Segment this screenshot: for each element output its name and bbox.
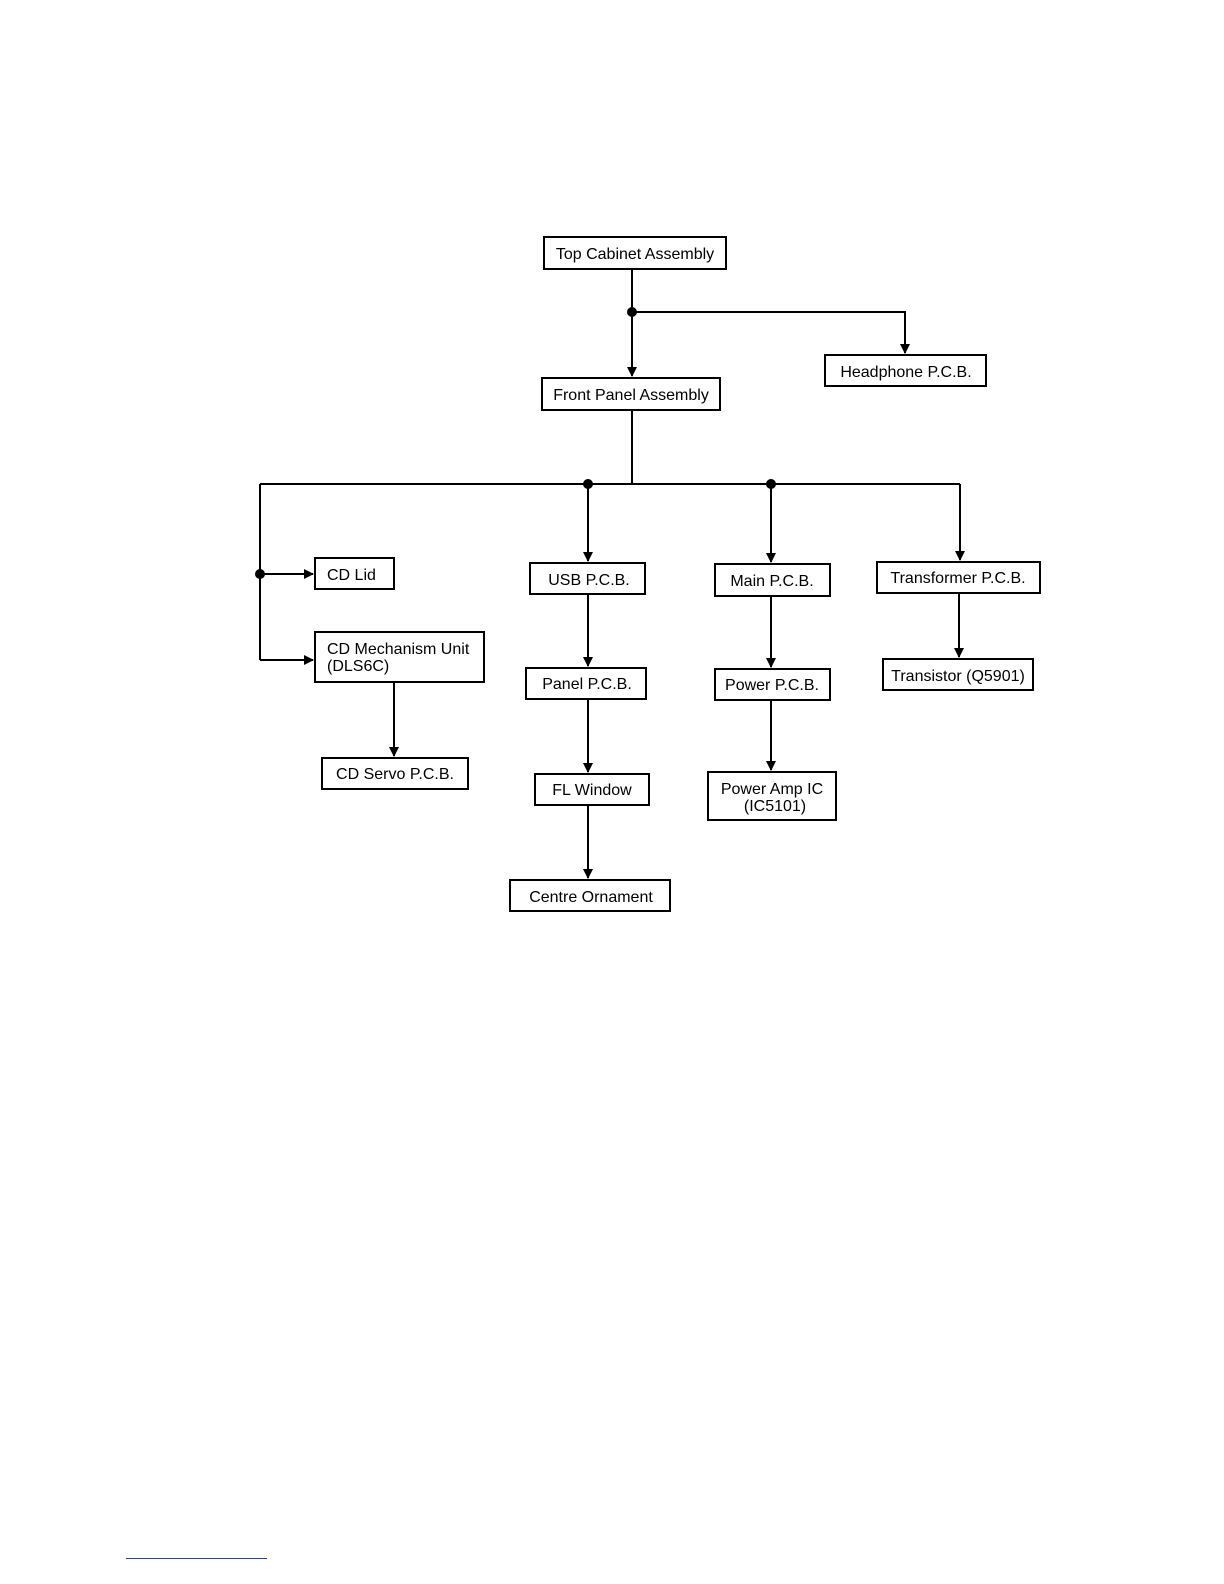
node-transistor-q5901: Transistor (Q5901) bbox=[883, 659, 1033, 690]
node-label: Centre Ornament bbox=[529, 889, 653, 906]
node-label: Front Panel Assembly bbox=[553, 387, 709, 404]
node-panel-pcb: Panel P.C.B. bbox=[526, 668, 646, 699]
node-centre-ornament: Centre Ornament bbox=[510, 880, 670, 911]
node-power-amp-ic: Power Amp IC (IC5101) bbox=[708, 772, 836, 820]
node-main-pcb: Main P.C.B. bbox=[715, 564, 830, 596]
node-label: CD Servo P.C.B. bbox=[336, 766, 454, 783]
node-label: CD Lid bbox=[327, 567, 376, 584]
node-usb-pcb: USB P.C.B. bbox=[530, 563, 645, 594]
node-label-line1: Power Amp IC bbox=[721, 781, 823, 798]
junction-dot bbox=[627, 307, 637, 317]
node-cd-mechanism-unit: CD Mechanism Unit (DLS6C) bbox=[315, 632, 484, 682]
junction-dot bbox=[255, 569, 265, 579]
edge-top-cabinet-to-headphone bbox=[632, 312, 905, 353]
node-power-pcb: Power P.C.B. bbox=[715, 669, 830, 700]
node-label-line2: (IC5101) bbox=[744, 798, 806, 815]
node-label: Main P.C.B. bbox=[730, 573, 813, 590]
footer-rule bbox=[126, 1558, 267, 1559]
node-fl-window: FL Window bbox=[535, 774, 649, 805]
node-label: Top Cabinet Assembly bbox=[556, 246, 714, 263]
node-headphone-pcb: Headphone P.C.B. bbox=[825, 355, 986, 386]
node-label-line2: (DLS6C) bbox=[327, 658, 389, 675]
node-label: USB P.C.B. bbox=[548, 572, 630, 589]
node-cd-lid: CD Lid bbox=[315, 558, 394, 589]
node-label-line1: CD Mechanism Unit bbox=[327, 641, 470, 658]
node-label: Transistor (Q5901) bbox=[891, 668, 1025, 685]
node-label: Transformer P.C.B. bbox=[890, 570, 1025, 587]
node-front-panel-assembly: Front Panel Assembly bbox=[542, 378, 720, 410]
node-label: Panel P.C.B. bbox=[542, 676, 632, 693]
node-top-cabinet-assembly: Top Cabinet Assembly bbox=[544, 237, 726, 269]
node-label: Power P.C.B. bbox=[725, 677, 819, 694]
node-label: FL Window bbox=[552, 782, 632, 799]
node-cd-servo-pcb: CD Servo P.C.B. bbox=[322, 758, 468, 789]
node-label: Headphone P.C.B. bbox=[840, 364, 971, 381]
node-transformer-pcb: Transformer P.C.B. bbox=[877, 562, 1040, 593]
